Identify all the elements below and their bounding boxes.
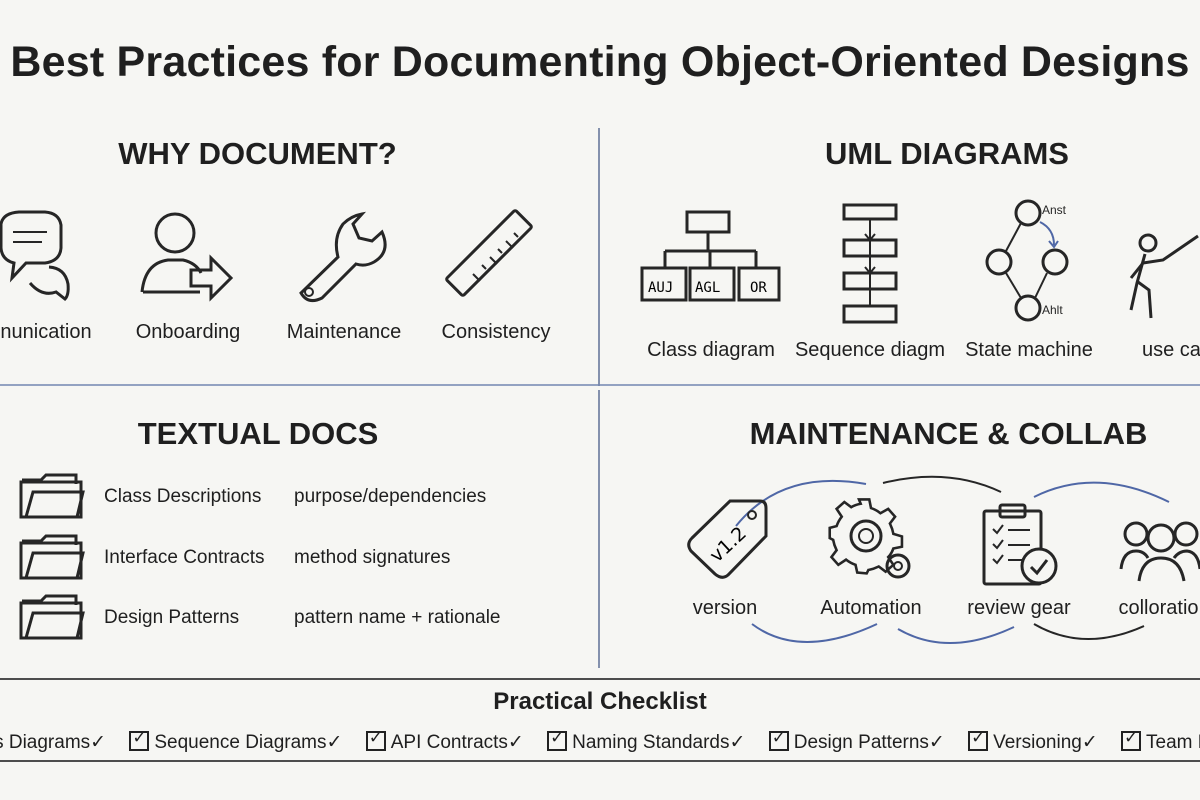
checklist-title: Practical Checklist: [493, 688, 707, 715]
uml-item-class-diagram: Class diagram: [647, 339, 775, 361]
class-box-label-1: AUJ: [648, 280, 673, 296]
class-box-label-3: OR: [750, 280, 767, 296]
person-arrow-icon: [140, 212, 234, 302]
checklist-top-divider: [0, 678, 1200, 680]
checklist-item-class-diagrams: ass Diagrams✓: [0, 732, 107, 753]
folder-icon: [19, 534, 85, 580]
folder-icon: [19, 594, 85, 640]
gear-icon: [828, 498, 911, 579]
state-label-top: Anst: [1042, 203, 1067, 217]
vertical-divider-top: [598, 128, 600, 386]
state-label-bottom: Ahlt: [1042, 303, 1063, 317]
why-item-maintenance: Maintenance: [286, 321, 402, 343]
checkbox-icon: [968, 728, 989, 751]
wrench-icon: [299, 211, 387, 303]
why-item-onboarding: Onboarding: [135, 321, 241, 343]
maintenance-item-review: review gear: [967, 597, 1071, 619]
version-tag-icon: v1.2: [687, 499, 768, 579]
checkbox-icon: [547, 728, 568, 751]
use-case-actor-icon: [1129, 233, 1199, 319]
checklist-item-design-patterns: Design Patterns✓: [768, 728, 954, 753]
checklist-item-versioning: Versioning✓: [968, 728, 1107, 753]
horizontal-divider: [0, 384, 1200, 386]
checkbox-icon: [365, 728, 386, 751]
checkbox-icon: [1121, 728, 1142, 751]
state-machine-icon: Anst Ahlt: [985, 199, 1069, 322]
textual-row-detail-2: method signatures: [294, 547, 451, 568]
why-item-communication: nunication: [0, 321, 92, 343]
checklist-item-api-contracts: API Contracts✓: [365, 728, 533, 753]
textual-row-detail-1: purpose/dependencies: [294, 486, 487, 507]
textual-row-name-2: Interface Contracts: [104, 547, 265, 568]
review-checklist-icon: [982, 503, 1058, 586]
why-item-consistency: Consistency: [441, 321, 551, 343]
team-icon: [1119, 521, 1200, 582]
class-box-label-2: AGL: [695, 280, 720, 296]
collaboration-cycle-arrows: [735, 475, 1170, 644]
uml-item-sequence-diagram: Sequence diagm: [794, 339, 946, 361]
speech-bubble-icon: [0, 210, 70, 301]
class-diagram-icon: AUJ AGL OR: [640, 210, 781, 302]
checklist-item-naming-standards: Naming Standards✓: [547, 728, 754, 753]
textual-row-detail-3: pattern name + rationale: [294, 607, 501, 628]
checklist-item-team-review: Team Re: [1121, 728, 1200, 753]
why-document-title: WHY DOCUMENT?: [118, 136, 397, 171]
page-title: Best Practices for Documenting Object-Or…: [10, 38, 1190, 86]
checkbox-icon: [129, 728, 150, 751]
maintenance-item-version: version: [692, 597, 758, 619]
checkbox-icon: [768, 728, 789, 751]
uml-item-use-case: use ca: [1142, 339, 1200, 361]
uml-diagrams-title: UML DIAGRAMS: [825, 136, 1069, 171]
vertical-divider-bottom: [598, 390, 600, 668]
maintenance-collab-title: MAINTENANCE & COLLAB: [749, 416, 1148, 451]
sequence-diagram-icon: [842, 203, 898, 324]
uml-item-state-machine: State machine: [965, 339, 1093, 361]
ruler-icon: [445, 209, 533, 297]
maintenance-item-collaboration: colloratio: [1118, 597, 1199, 619]
checklist-item-sequence-diagrams: Sequence Diagrams✓: [129, 728, 351, 753]
maintenance-item-automation: Automation: [820, 597, 922, 619]
textual-row-name-3: Design Patterns: [104, 607, 240, 628]
textual-docs-title: TEXTUAL DOCS: [137, 416, 379, 451]
checklist-bottom-divider: [0, 760, 1200, 762]
checklist-items: ass Diagrams✓ Sequence Diagrams✓ API Con…: [0, 728, 1200, 754]
textual-row-name-1: Class Descriptions: [104, 486, 262, 507]
folder-icon: [19, 473, 85, 519]
